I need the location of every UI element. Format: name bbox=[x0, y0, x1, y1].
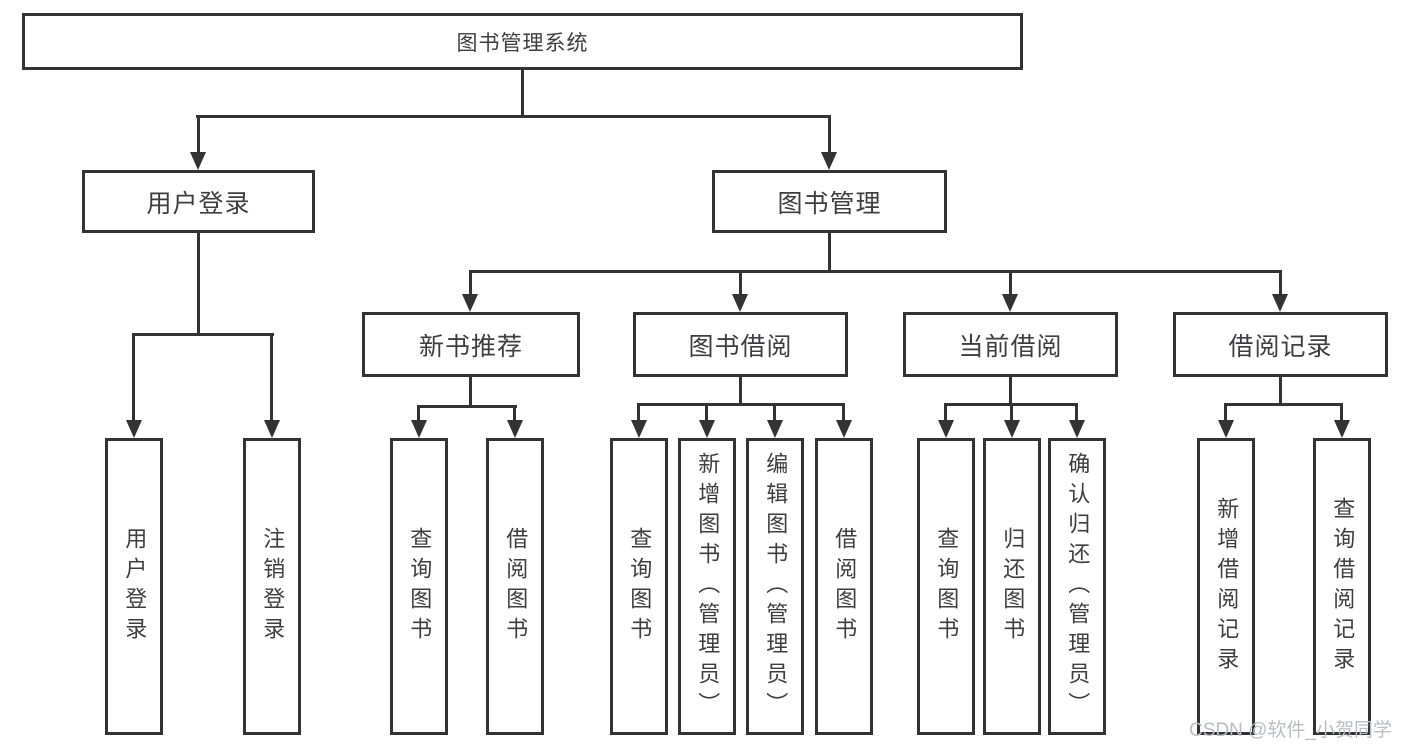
connector-to-book-borrow bbox=[739, 270, 742, 296]
node-label: 图书借阅 bbox=[688, 332, 793, 361]
node-borrow-records: 借阅记录 bbox=[1173, 312, 1388, 377]
node-book-management: 图书管理 bbox=[712, 170, 947, 233]
connector-borrow-records-branch bbox=[1224, 403, 1342, 406]
arrowhead-down-icon bbox=[462, 294, 478, 312]
connector-book-borrow-stem bbox=[739, 377, 742, 406]
connector-root-stem bbox=[521, 70, 524, 117]
leaf-label: 用户登录 bbox=[122, 526, 148, 647]
connector-leaf-stem bbox=[773, 403, 776, 421]
connector-leaf-stem bbox=[417, 405, 420, 421]
node-book-borrow: 图书借阅 bbox=[633, 312, 848, 377]
arrowhead-down-icon bbox=[264, 420, 280, 438]
connector-book-mgmt-branch bbox=[469, 270, 1281, 273]
leaf-query-books-current: 查询图书 bbox=[917, 438, 975, 735]
leaf-add-books-admin: 新增图书（管理员） bbox=[678, 438, 736, 735]
arrowhead-down-icon bbox=[836, 420, 852, 438]
arrowhead-down-icon bbox=[1002, 294, 1018, 312]
leaf-add-borrow-record: 新增借阅记录 bbox=[1197, 438, 1255, 735]
node-current-borrow: 当前借阅 bbox=[903, 312, 1118, 377]
leaf-return-books: 归还图书 bbox=[983, 438, 1041, 735]
leaf-borrow-books-borrow: 借阅图书 bbox=[815, 438, 873, 735]
connector-leaf-stem bbox=[637, 403, 640, 421]
leaf-label: 注销登录 bbox=[260, 526, 286, 647]
arrowhead-down-icon bbox=[732, 294, 748, 312]
connector-leaf-stem bbox=[513, 405, 516, 421]
connector-new-book-branch bbox=[417, 405, 517, 408]
connector-to-leaf-user-login bbox=[132, 333, 135, 421]
csdn-watermark: CSDN @软件_小贺同学 bbox=[1189, 720, 1392, 741]
arrowhead-down-icon bbox=[631, 420, 647, 438]
leaf-user-login: 用户登录 bbox=[105, 438, 163, 735]
connector-to-book-management bbox=[828, 115, 831, 154]
arrowhead-down-icon bbox=[1218, 420, 1234, 438]
leaf-edit-books-admin: 编辑图书（管理员） bbox=[746, 438, 804, 735]
node-label: 借阅记录 bbox=[1228, 332, 1333, 361]
connector-user-login-branch bbox=[132, 333, 274, 336]
leaf-query-books-borrow: 查询图书 bbox=[610, 438, 668, 735]
arrowhead-down-icon bbox=[1272, 294, 1288, 312]
arrowhead-down-icon bbox=[190, 152, 206, 170]
leaf-label: 归还图书 bbox=[1000, 526, 1026, 647]
connector-user-login-stem bbox=[197, 233, 200, 336]
arrowhead-down-icon bbox=[767, 420, 783, 438]
arrowhead-down-icon bbox=[1069, 420, 1085, 438]
node-label: 图书管理 bbox=[777, 189, 882, 218]
connector-borrow-records-stem bbox=[1279, 377, 1282, 406]
leaf-label: 查询借阅记录 bbox=[1330, 496, 1356, 677]
leaf-borrow-books-recommend: 借阅图书 bbox=[486, 438, 544, 735]
connector-root-branch bbox=[196, 115, 830, 118]
connector-leaf-stem bbox=[1340, 403, 1343, 421]
arrowhead-down-icon bbox=[699, 420, 715, 438]
leaf-label: 查询图书 bbox=[627, 526, 653, 647]
leaf-logout: 注销登录 bbox=[243, 438, 301, 735]
connector-leaf-stem bbox=[944, 403, 947, 421]
connector-leaf-stem bbox=[1010, 403, 1013, 421]
root-node-label: 图书管理系统 bbox=[456, 31, 589, 55]
arrowhead-down-icon bbox=[821, 152, 837, 170]
connector-leaf-stem bbox=[1224, 403, 1227, 421]
connector-to-current-borrow bbox=[1009, 270, 1012, 296]
leaf-label: 借阅图书 bbox=[832, 526, 858, 647]
connector-book-borrow-branch bbox=[637, 403, 845, 406]
arrowhead-down-icon bbox=[126, 420, 142, 438]
connector-current-borrow-stem bbox=[1009, 377, 1012, 406]
leaf-query-books-recommend: 查询图书 bbox=[390, 438, 448, 735]
arrowhead-down-icon bbox=[507, 420, 523, 438]
connector-leaf-stem bbox=[842, 403, 845, 421]
leaf-label: 确认归还（管理员） bbox=[1065, 451, 1091, 722]
node-user-login: 用户登录 bbox=[82, 170, 315, 233]
connector-to-borrow-records bbox=[1279, 270, 1282, 296]
leaf-label: 新增借阅记录 bbox=[1214, 496, 1240, 677]
connector-to-user-login bbox=[197, 115, 200, 154]
leaf-query-borrow-record: 查询借阅记录 bbox=[1313, 438, 1371, 735]
leaf-label: 查询图书 bbox=[934, 526, 960, 647]
arrowhead-down-icon bbox=[411, 420, 427, 438]
leaf-label: 新增图书（管理员） bbox=[695, 451, 721, 722]
node-label: 用户登录 bbox=[146, 189, 251, 218]
node-new-book-recommend: 新书推荐 bbox=[362, 312, 580, 377]
connector-leaf-stem bbox=[705, 403, 708, 421]
node-label: 当前借阅 bbox=[958, 332, 1063, 361]
leaf-label: 借阅图书 bbox=[503, 526, 529, 647]
arrowhead-down-icon bbox=[938, 420, 954, 438]
root-node-library-system: 图书管理系统 bbox=[22, 13, 1023, 70]
leaf-label: 编辑图书（管理员） bbox=[763, 451, 789, 722]
node-label: 新书推荐 bbox=[418, 332, 523, 361]
connector-book-mgmt-stem bbox=[828, 233, 831, 273]
connector-leaf-stem bbox=[1075, 403, 1078, 421]
connector-new-book-stem bbox=[469, 377, 472, 408]
arrowhead-down-icon bbox=[1334, 420, 1350, 438]
leaf-confirm-return-admin: 确认归还（管理员） bbox=[1048, 438, 1106, 735]
connector-to-leaf-logout bbox=[270, 333, 273, 421]
connector-to-new-book bbox=[469, 270, 472, 296]
leaf-label: 查询图书 bbox=[407, 526, 433, 647]
arrowhead-down-icon bbox=[1004, 420, 1020, 438]
